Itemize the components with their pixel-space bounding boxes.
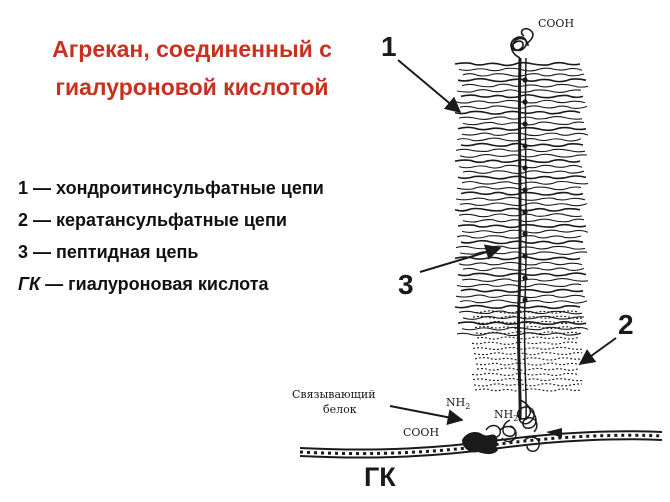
legend-text: кератансульфатные цепи [56,210,287,230]
legend-text: гиалуроновая кислота [68,274,269,294]
chondroitin-sulfate-chain [457,223,587,229]
chondroitin-sulfate-chain [459,251,588,255]
legend-item-2: 2 — кератансульфатные цепи [18,210,287,230]
label-1: 1 [381,31,397,62]
peptide-core-bead [522,99,528,105]
peptide-core-bead [522,187,528,193]
chondroitin-sulfate-chain [457,126,587,132]
peptide-core-bead [522,209,528,215]
legend-key: 1 [18,178,29,198]
keratan-sulfate-chain [472,378,584,382]
chondroitin-sulfate-chain [454,158,581,164]
label-gk: ГК [364,462,396,492]
chondroitin-sulfate-chain [458,310,583,315]
peptide-core-bead [522,253,528,259]
arrow-3 [419,244,502,273]
chondroitin-sulfate-chain [460,191,584,196]
chondroitin-sulfate-chain [461,229,589,234]
binding-protein-blob [462,424,502,454]
link-protein-region [499,399,540,452]
keratan-sulfate-chain [476,336,580,340]
chondroitin-sulfate-chain [457,272,587,277]
keratan-sulfate-chains [471,310,584,392]
chondroitin-sulfate-chain [461,180,589,185]
keratan-sulfate-chain [472,315,584,319]
slide-title: Агрекан, соединенный с гиалуроновой кисл… [22,30,362,106]
chondroitin-sulfate-chain [462,267,585,272]
legend-text: пептидная цепь [56,242,199,262]
chondroitin-sulfate-chain [460,288,584,294]
peptide-core-beads [522,77,528,303]
legend-item-3: 3 — пептидная цепь [18,242,199,262]
c-terminal-coil [510,27,534,59]
peptide-core-bead [522,143,528,149]
cooh-top-label: COOH [538,17,574,30]
chondroitin-sulfate-chain [457,320,587,326]
keratan-sulfate-chain [474,357,582,361]
legend-item-gk: ГК — гиалуроновая кислота [18,274,269,294]
chondroitin-sulfate-chain [457,77,587,83]
peptide-core-bead [522,297,528,303]
chondroitin-sulfate-chain [460,94,584,99]
legend-item-1: 1 — хондроитинсульфатные цепи [18,178,324,198]
legend-key: 2 [18,210,29,230]
arrow-1 [397,59,462,114]
cooh-bottom-label: COOH [403,426,439,439]
chondroitin-sulfate-chain [454,207,581,212]
peptide-core-bead [522,231,528,237]
legend-key: ГК [18,274,41,294]
legend: 1 — хондроитинсульфатные цепи 2 — керата… [18,172,324,300]
keratan-sulfate-chain [476,367,580,371]
legend-key: 3 [18,242,29,262]
title-line-2: гиалуроновой кислотой [55,74,329,100]
nh2-left-label: NH2 [446,396,470,411]
keratan-sulfate-chain [473,383,583,387]
chondroitin-sulfate-chain [462,170,585,175]
keratan-sulfate-chain [474,325,582,330]
arrowhead-marker [546,428,562,438]
chondroitin-sulfate-chain [460,239,584,245]
arrow-binding [389,405,464,426]
label-2: 2 [618,309,634,340]
arrow-2 [578,337,617,365]
peptide-core-bead [522,165,528,171]
label-3: 3 [398,269,414,300]
keratan-sulfate-chain [473,320,583,325]
chondroitin-sulfate-chain [462,315,585,320]
chondroitin-sulfate-chain [462,218,585,223]
binding-protein-label-line-1: Связывающий [292,388,376,401]
chondroitin-sulfate-chain [454,61,581,67]
keratan-sulfate-chain [475,362,581,366]
chondroitin-sulfate-chain [459,153,588,158]
hyaluronic-acid-strand [299,430,663,459]
keratan-sulfate-chain [474,388,582,392]
nh2-right-label: NH2 [494,408,518,423]
chondroitin-sulfate-chain [460,142,584,148]
chondroitin-sulfate-chain [462,73,585,77]
chondroitin-sulfate-chain [454,256,581,261]
chondroitin-sulfate-chain [459,105,588,110]
keratan-sulfate-chain [475,331,581,335]
keratan-sulfate-chain [473,352,583,356]
binding-protein-label-line-2: белок [323,403,357,416]
chondroitin-sulfate-chain [459,202,588,207]
peptide-core-bead [522,77,528,83]
pointer-arrows [389,59,617,426]
chondroitin-sulfate-chain [457,175,587,180]
title-line-1: Агрекан, соединенный с [52,36,332,62]
chondroitin-sulfate-chain [454,110,581,115]
legend-text: хондроитинсульфатные цепи [56,178,324,198]
chondroitin-sulfate-chain [459,299,588,304]
peptide-core-bead [522,275,528,281]
keratan-sulfate-chain [472,346,584,351]
peptide-core-bead [522,121,528,127]
